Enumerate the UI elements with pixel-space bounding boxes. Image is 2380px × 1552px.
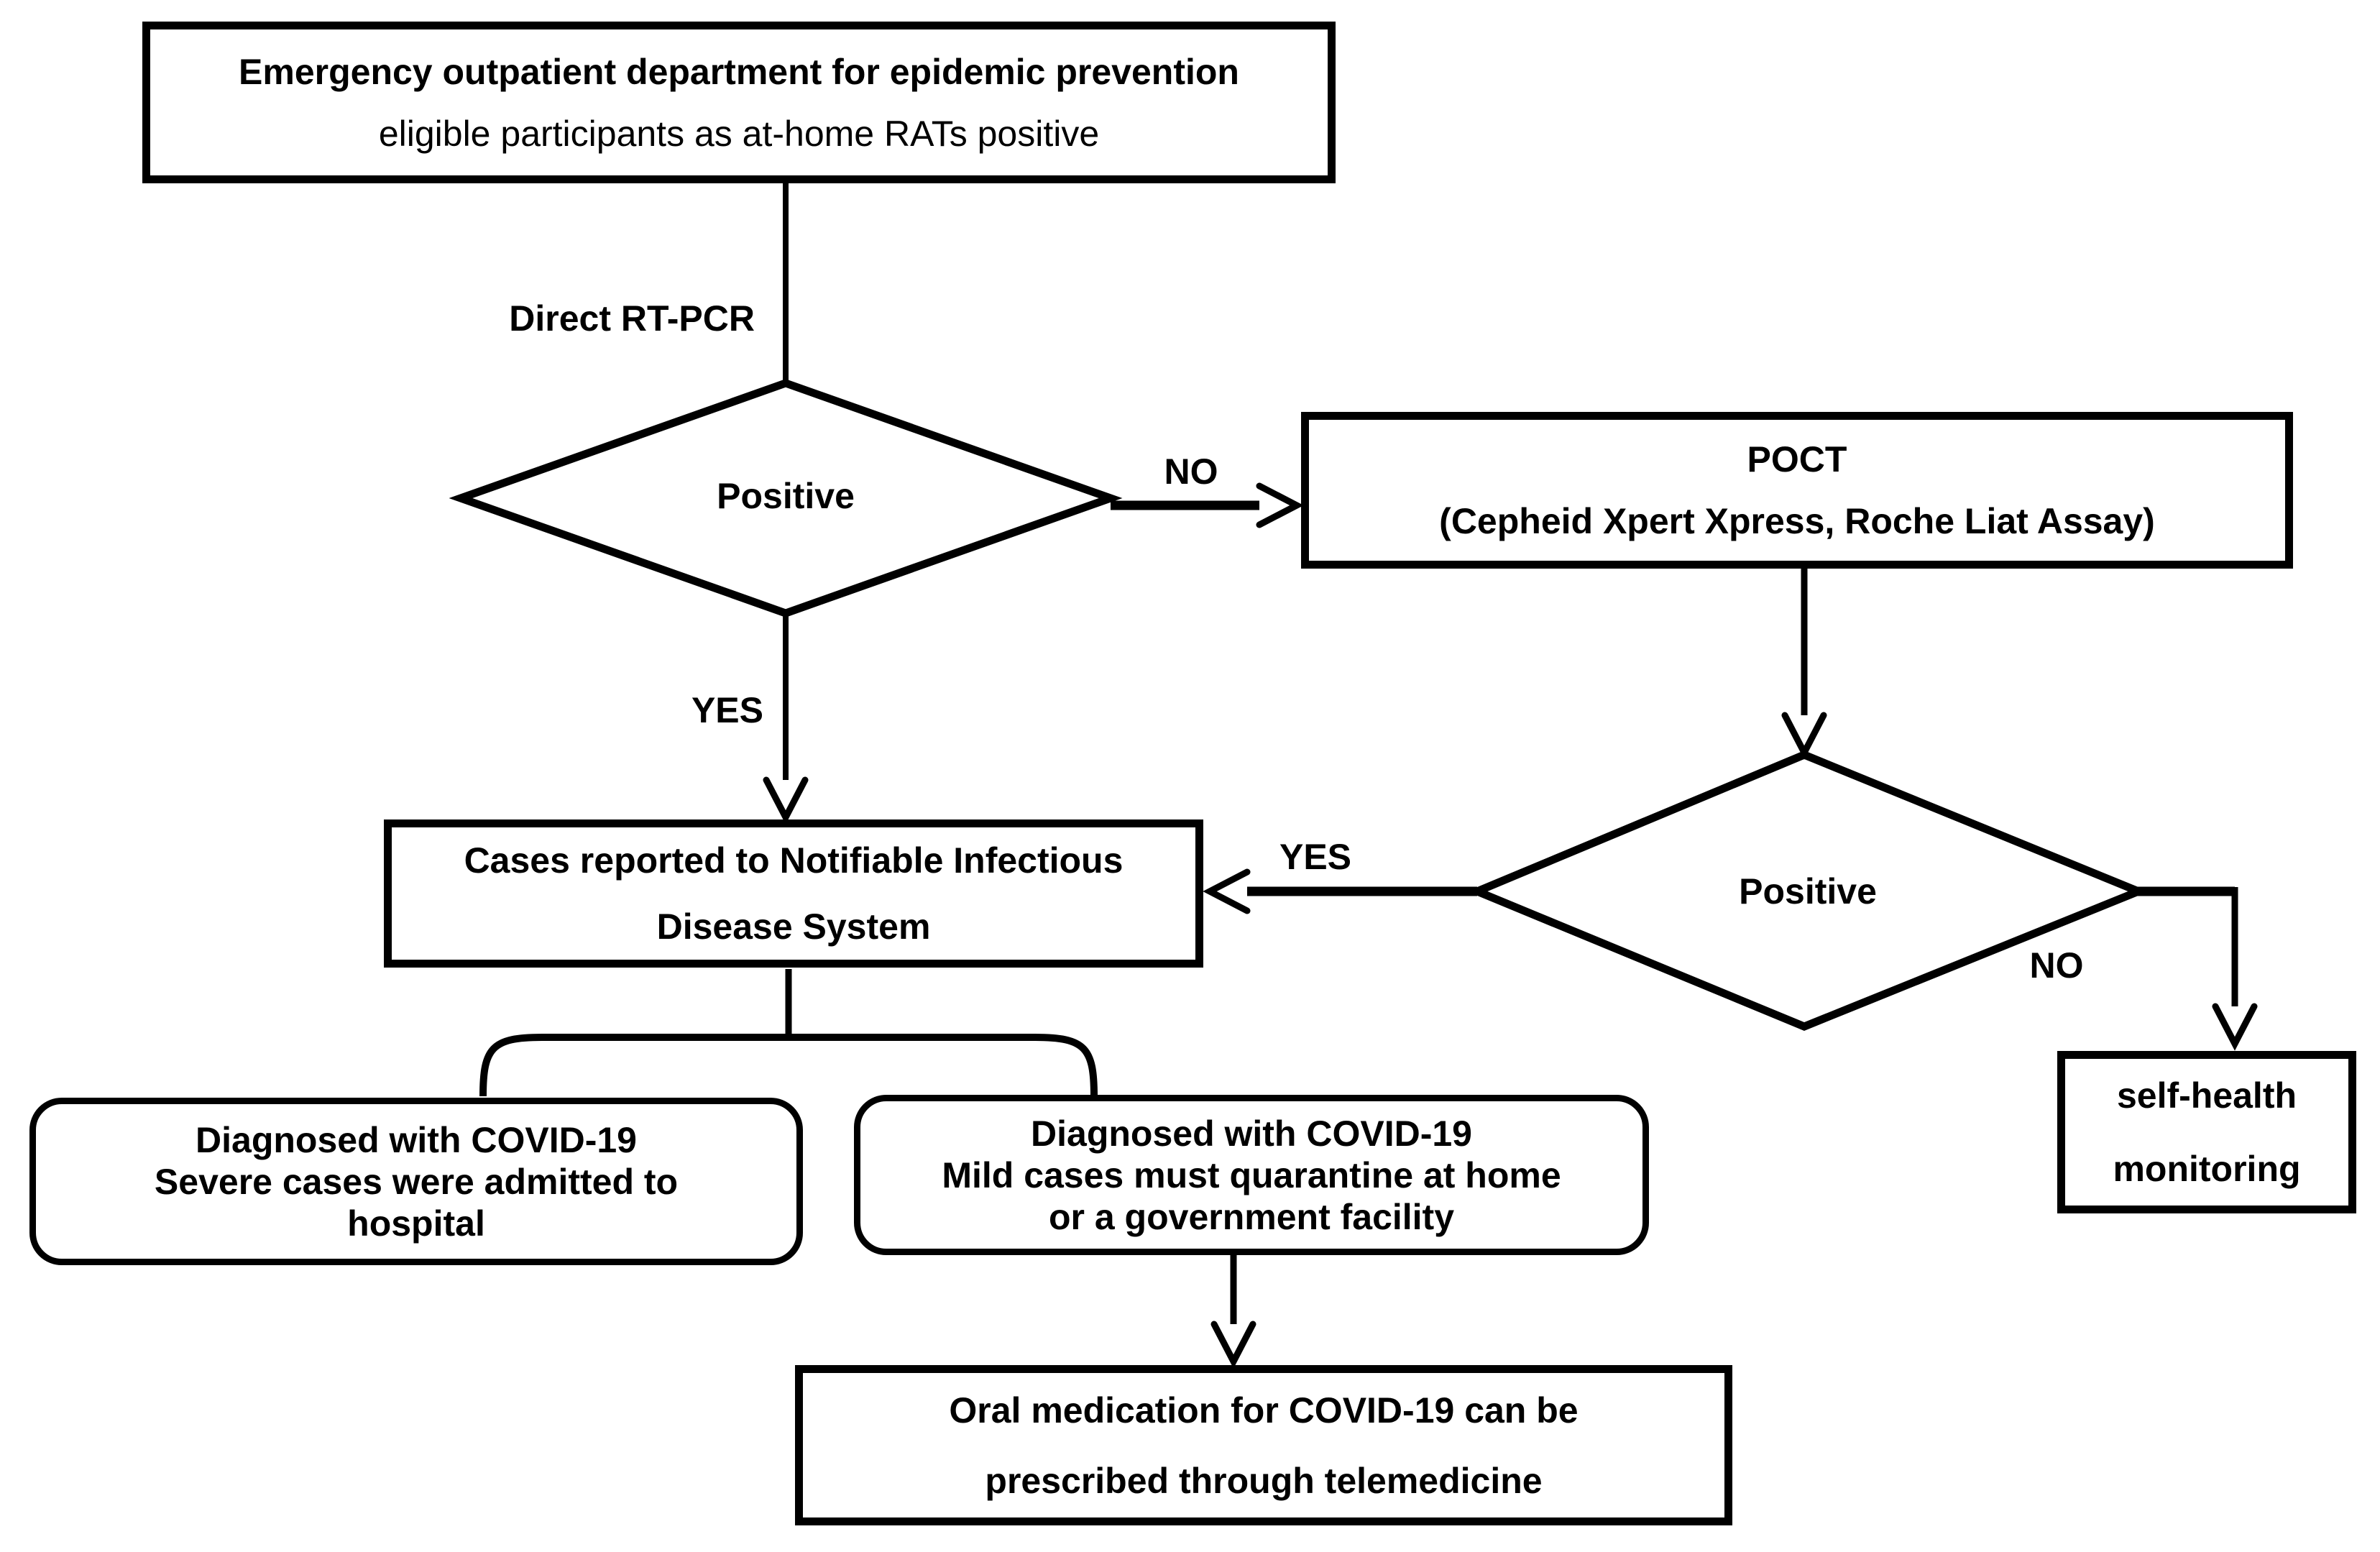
oral-line2: prescribed through telemedicine: [985, 1460, 1543, 1501]
severe-line1: Diagnosed with COVID-19: [196, 1119, 637, 1160]
severe-line3: hospital: [347, 1203, 485, 1244]
mild-line2: Mild cases must quarantine at home: [942, 1154, 1561, 1195]
cases-line1: Cases reported to Notifiable Infectious: [464, 840, 1124, 881]
cases-line2: Disease System: [656, 906, 931, 947]
edge-label-no2: NO: [2029, 945, 2084, 986]
poct-node: POCT (Cepheid Xpert Xpress, Roche Liat A…: [1301, 412, 2293, 569]
direct-rtpcr-label: Direct RT-PCR: [509, 298, 755, 339]
start-line2: eligible participants as at-home RATs po…: [378, 113, 1100, 154]
start-line1: Emergency outpatient department for epid…: [239, 51, 1239, 92]
severe-cases-node: Diagnosed with COVID-19 Severe cases wer…: [29, 1098, 803, 1265]
edge-bracket: [479, 1034, 1098, 1097]
decision2-label: Positive: [1739, 871, 1877, 912]
self-health-line1: self-health: [2116, 1075, 2297, 1116]
edge-label-yes2: YES: [1279, 837, 1352, 877]
severe-line2: Severe cases were admitted to: [154, 1161, 679, 1202]
poct-line2: (Cepheid Xpert Xpress, Roche Liat Assay): [1439, 501, 2155, 541]
edge-label-no1: NO: [1164, 451, 1218, 492]
oral-medication-node: Oral medication for COVID-19 can be pres…: [795, 1365, 1732, 1525]
start-node: Emergency outpatient department for epid…: [142, 22, 1336, 183]
self-health-node: self-health monitoring: [2057, 1051, 2356, 1213]
mild-line1: Diagnosed with COVID-19: [1031, 1113, 1472, 1154]
mild-cases-node: Diagnosed with COVID-19 Mild cases must …: [854, 1095, 1649, 1255]
poct-line1: POCT: [1747, 439, 1847, 479]
mild-line3: or a government facility: [1048, 1196, 1455, 1237]
cases-reported-node: Cases reported to Notifiable Infectious …: [384, 819, 1203, 968]
self-health-line2: monitoring: [2113, 1149, 2301, 1189]
edge-label-yes1: YES: [691, 690, 763, 730]
decision2-diamond: [1466, 750, 2149, 1031]
oral-line1: Oral medication for COVID-19 can be: [949, 1390, 1579, 1431]
decision1-label: Positive: [717, 476, 855, 516]
